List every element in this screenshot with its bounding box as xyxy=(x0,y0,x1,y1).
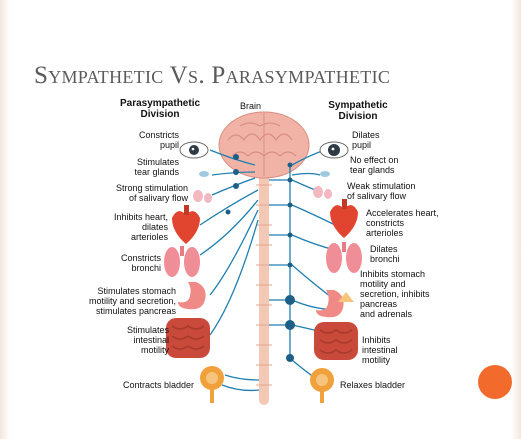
eye-icon-left xyxy=(179,141,209,159)
ganglia xyxy=(225,154,295,362)
spinal-cord xyxy=(259,170,269,405)
heart-icon-left xyxy=(172,205,200,244)
orange-accent-circle xyxy=(478,365,512,399)
heart-icon-right xyxy=(330,199,358,238)
slide-title: Sympathetic Vs. Parasympathetic xyxy=(34,62,391,89)
brain-illustration xyxy=(218,111,310,179)
intestines-icon-left xyxy=(166,318,210,358)
salivary-gland-icon-right xyxy=(313,186,332,199)
symp-effect-bladder: Relaxes bladder xyxy=(340,380,406,390)
intestines-icon-right xyxy=(314,322,358,360)
lungs-icon-right xyxy=(326,242,362,273)
bladder-icon-left xyxy=(200,366,224,403)
tear-gland-icon-right xyxy=(320,171,330,177)
left-organs xyxy=(164,141,224,403)
lungs-icon-left xyxy=(164,246,200,277)
tear-gland-icon-left xyxy=(199,171,209,177)
eye-icon-right xyxy=(319,141,349,159)
stomach-icon-left xyxy=(178,282,206,310)
brain-label: Brain xyxy=(240,101,262,111)
slide-left-edge xyxy=(0,0,10,439)
right-organs xyxy=(310,141,362,403)
stomach-and-adrenal-icon-right xyxy=(316,290,354,318)
bladder-icon-right xyxy=(310,368,334,403)
salivary-gland-icon-left xyxy=(193,190,212,203)
slide-right-edge xyxy=(511,0,521,439)
para-effect-bladder: Contracts bladder xyxy=(122,380,194,390)
